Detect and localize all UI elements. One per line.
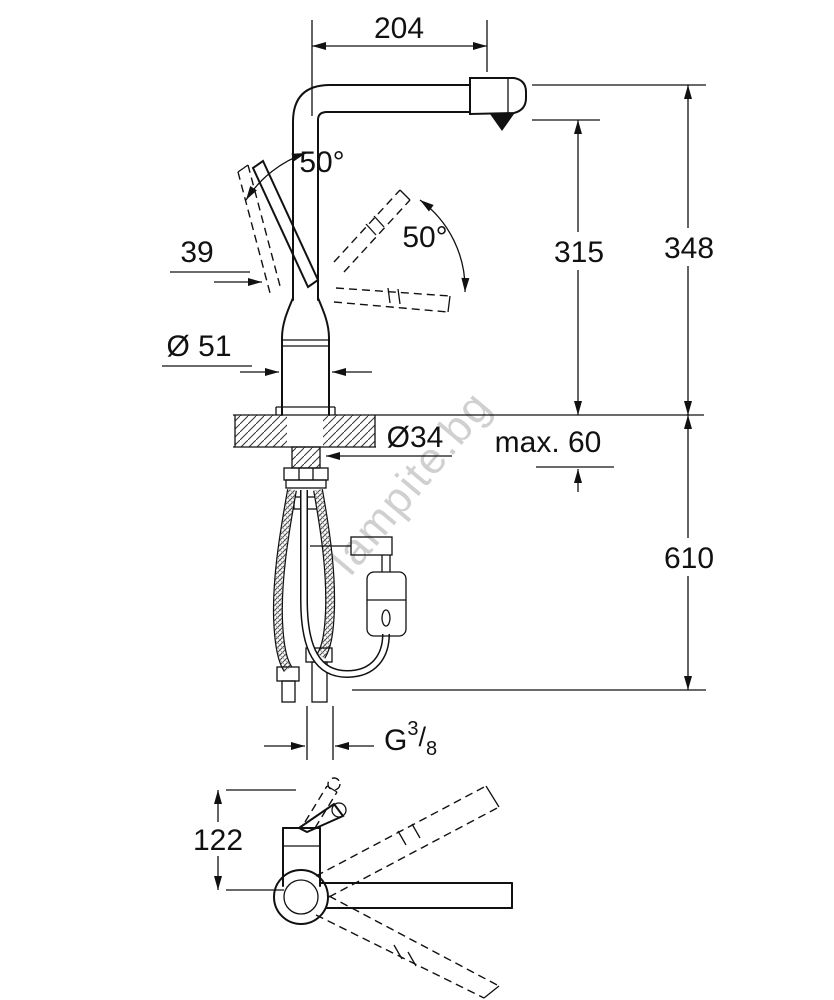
- dim-39-label: 39: [180, 236, 213, 269]
- pullout-hose: [300, 490, 390, 679]
- angle-left-label: 50°: [299, 146, 344, 179]
- front-view: [273, 777, 513, 925]
- swivel-range: [315, 785, 500, 999]
- faucet-spout-outline: [275, 77, 527, 416]
- height-348-dimension: 348: [532, 84, 720, 415]
- handle-swing-right: 50°: [333, 189, 470, 313]
- thread-dimension: G3/8: [264, 706, 437, 760]
- dim-610-label: 610: [664, 542, 714, 575]
- handle-width-dimension: 39: [170, 236, 262, 286]
- base-diameter-dimension: Ø 51: [162, 330, 372, 376]
- dim-diameter-51-label: Ø 51: [166, 330, 231, 363]
- supply-hoses: [272, 489, 336, 703]
- dim-204-label: 204: [374, 12, 424, 45]
- hole-diameter-dimension: Ø34: [326, 421, 452, 460]
- thread-size-label: G3/8: [384, 718, 437, 760]
- angle-right-label: 50°: [402, 221, 447, 254]
- watermark-text: lampite.bg: [320, 382, 501, 584]
- dim-348-label: 348: [664, 232, 714, 265]
- height-315-dimension: 315: [532, 119, 610, 415]
- top-width-dimension: 204: [311, 12, 488, 116]
- dim-122-label: 122: [193, 824, 243, 857]
- hose-610-dimension: 610: [352, 415, 720, 691]
- spray-outlet-icon: [490, 114, 514, 131]
- dim-diameter-34-label: Ø34: [387, 421, 444, 454]
- dim-max-60-label: max. 60: [495, 426, 602, 459]
- check-valve-weight: [310, 536, 407, 637]
- handle-swing-left: 50°: [237, 146, 345, 294]
- max-deck-dimension: max. 60: [495, 426, 614, 492]
- watermark: lampite.bg: [320, 382, 501, 584]
- height-122-dimension: 122: [185, 789, 296, 891]
- dim-315-label: 315: [554, 236, 604, 269]
